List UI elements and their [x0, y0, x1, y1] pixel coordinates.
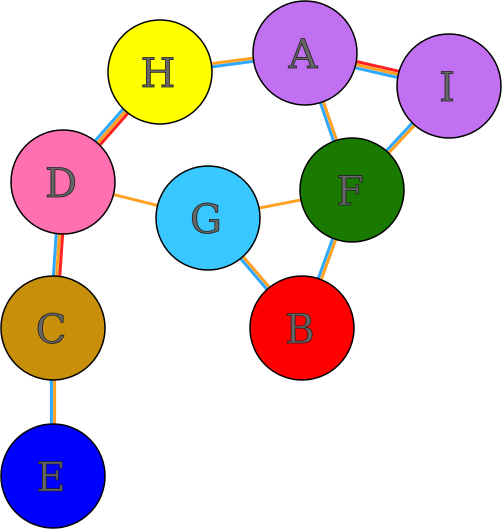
node-f: F: [299, 137, 405, 243]
node-circle: [249, 275, 355, 381]
node-c: C: [0, 275, 106, 381]
edge-strand: [207, 56, 258, 66]
edge-strand: [57, 230, 65, 281]
node-circle: [252, 0, 358, 106]
edge-a-i: [350, 59, 404, 80]
edge-strand: [350, 65, 402, 80]
edge-h-a: [207, 56, 258, 69]
edge-d-c: [51, 229, 65, 281]
node-label: D: [45, 161, 77, 207]
node-d: D: [10, 129, 116, 235]
node-circle: [0, 275, 106, 381]
edge-f-b: [315, 234, 339, 284]
node-label: I: [439, 65, 455, 111]
edge-c-e: [49, 376, 57, 428]
node-e: E: [0, 423, 106, 529]
node-a: A: [252, 0, 358, 106]
edge-strand: [315, 234, 336, 283]
edge-strand: [351, 62, 403, 77]
node-label: E: [36, 455, 65, 501]
node-g: G: [155, 165, 261, 271]
node-label: C: [36, 307, 67, 353]
edge-i-f: [382, 118, 419, 158]
node-circle: [299, 137, 405, 243]
node-label: A: [288, 32, 319, 78]
node-label: F: [336, 169, 364, 215]
edge-strand: [254, 197, 306, 211]
edge-g-f: [254, 197, 306, 211]
node-label: H: [141, 51, 176, 97]
node-circle: [155, 165, 261, 271]
edge-strand: [51, 229, 59, 280]
node-i: I: [396, 33, 502, 139]
node-circle: [107, 19, 213, 125]
edge-strand: [352, 59, 404, 74]
edge-strand: [109, 192, 162, 208]
edge-strand: [384, 121, 419, 158]
edge-strand: [96, 109, 132, 150]
edge-strand: [207, 59, 258, 69]
node-circle: [396, 33, 502, 139]
edge-h-d: [91, 104, 132, 150]
node-h: H: [107, 19, 213, 125]
edge-strand: [54, 229, 62, 281]
edge-strand: [93, 107, 130, 147]
edge-a-f: [317, 97, 340, 146]
edge-strand: [382, 118, 417, 155]
node-label: B: [285, 307, 314, 353]
edge-strand: [320, 97, 340, 145]
edge-strand: [91, 104, 127, 145]
edge-strand: [236, 254, 271, 294]
edge-strand: [239, 252, 274, 292]
edge-strand: [317, 98, 337, 146]
edge-g-b: [236, 252, 274, 294]
edges-layer: [46, 52, 421, 428]
node-b: B: [249, 275, 355, 381]
node-circle: [0, 423, 106, 529]
edge-strand: [318, 235, 339, 284]
node-label: G: [190, 197, 222, 243]
node-circle: [10, 129, 116, 235]
edge-d-g: [109, 192, 162, 208]
